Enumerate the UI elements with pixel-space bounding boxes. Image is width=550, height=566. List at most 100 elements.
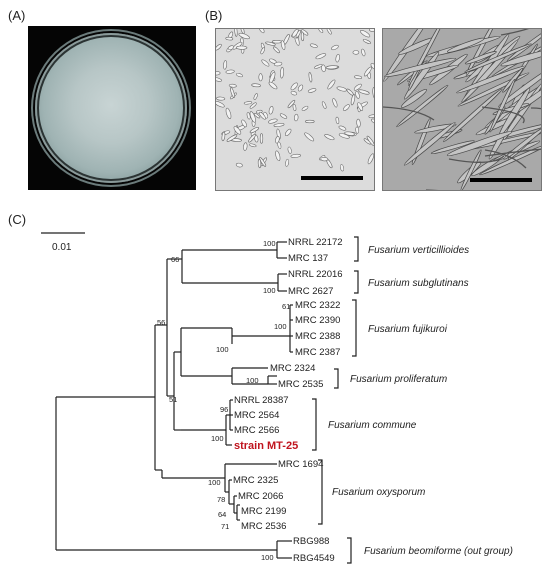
macroconidia-micrograph — [382, 28, 542, 191]
conidium-cell — [233, 126, 242, 135]
macroconidium-cell — [464, 43, 532, 73]
taxon-label: MRC 1694 — [278, 459, 323, 470]
macroconidium-cell — [396, 84, 449, 128]
conidium-cell — [343, 104, 350, 111]
conidium-cell — [371, 118, 374, 124]
conidium-cell — [275, 150, 281, 162]
conidium-cell — [275, 135, 280, 144]
macroconidium-cell — [414, 123, 457, 134]
conidium-cell — [366, 135, 374, 146]
conidium-cell — [372, 87, 374, 99]
conidium-cell — [297, 84, 304, 92]
hypha-strand — [500, 29, 530, 36]
taxa-labels: NRRL 22172 MRC 137 NRRL 22016 MRC 2627 M… — [233, 237, 343, 564]
conidium-cell — [257, 158, 262, 169]
conidium-cell — [249, 111, 256, 123]
tree-scale-label: 0.01 — [52, 242, 72, 253]
conidium-cell — [355, 91, 360, 99]
conidium-cell — [258, 73, 263, 82]
taxon-label: NRRL 22016 — [288, 269, 343, 280]
conidium-cell — [355, 126, 360, 134]
macroconidium-cell — [430, 140, 475, 154]
conidium-cell — [287, 99, 296, 109]
taxon-label: MRC 2564 — [234, 410, 279, 421]
conidium-cell — [324, 134, 335, 141]
hypha-strand — [383, 106, 435, 121]
bootstrap-value: 61 — [282, 302, 290, 311]
conidium-cell — [236, 73, 243, 78]
conidium-cell — [308, 72, 313, 83]
conidium-cell — [260, 47, 265, 55]
conidium-cell — [309, 43, 318, 48]
taxon-label: MRC 2199 — [241, 506, 286, 517]
conidium-cell — [338, 125, 347, 131]
bootstrap-value: 64 — [218, 510, 226, 519]
conidium-cell — [273, 61, 283, 67]
conidium-cell — [249, 127, 260, 134]
bootstrap-value: 100 — [263, 286, 276, 295]
conidium-cell — [287, 146, 292, 154]
conidium-cell — [285, 158, 289, 167]
conidium-cell — [363, 138, 372, 145]
hypha-strand — [481, 106, 525, 124]
conidium-cell — [216, 100, 225, 108]
conidium-cell — [305, 119, 315, 124]
conidium-cell — [259, 133, 264, 144]
bootstrap-value: 96 — [220, 405, 228, 414]
conidium-cell — [356, 118, 361, 128]
conidium-cell — [367, 153, 374, 165]
conidium-cell — [226, 134, 238, 142]
conidium-cell — [338, 133, 350, 139]
macroconidium-cell — [446, 37, 485, 53]
conidium-cell — [243, 142, 248, 151]
conidium-cell — [249, 143, 257, 148]
conidium-cell — [291, 29, 299, 38]
conidium-cell — [216, 43, 222, 51]
conidium-cell — [368, 114, 374, 118]
taxon-label: MRC 2536 — [241, 521, 286, 532]
petri-dish-rim — [31, 29, 191, 187]
conidium-cell — [325, 65, 339, 70]
conidium-cell — [320, 156, 329, 162]
taxon-label: RBG4549 — [293, 553, 335, 564]
conidium-cell — [261, 59, 270, 67]
conidium-cell — [235, 45, 248, 50]
conidium-cell — [230, 87, 235, 98]
conidium-cell — [235, 162, 243, 168]
macroconidia-drawing — [383, 29, 541, 190]
taxon-label: NRRL 22172 — [288, 237, 343, 248]
conidium-cell — [353, 83, 362, 91]
conidium-cell — [344, 131, 355, 136]
bootstrap-value: 100 — [216, 345, 229, 354]
conidium-cell — [267, 118, 278, 124]
conidium-cell — [352, 50, 360, 55]
conidium-cell — [238, 32, 250, 40]
taxon-label: MRC 2324 — [270, 363, 315, 374]
hypha-strand — [530, 107, 541, 110]
clade-name: Fusarium verticillioides — [368, 245, 469, 256]
conidium-cell — [326, 29, 332, 35]
taxon-label: MRC 2566 — [234, 425, 279, 436]
micrograph-scale-bar-2 — [470, 178, 532, 182]
panel-label-a: (A) — [8, 8, 26, 23]
conidium-cell — [332, 98, 338, 108]
conidium-cell — [234, 29, 238, 37]
conidium-cell — [307, 88, 317, 93]
micrograph-scale-bar-1 — [301, 176, 363, 180]
conidium-cell — [327, 79, 336, 90]
conidium-cell — [360, 30, 371, 38]
fungal-colony — [35, 33, 187, 183]
conidium-cell — [340, 164, 344, 172]
conidium-cell — [279, 113, 288, 119]
taxon-label: NRRL 28387 — [234, 395, 289, 406]
macroconidium-cell — [403, 122, 456, 166]
clade-names: Fusarium verticillioides Fusarium subglu… — [328, 245, 513, 557]
conidium-cell — [315, 53, 327, 60]
macroconidium-cell — [456, 65, 527, 94]
conidium-cell — [273, 123, 285, 127]
bootstrap-value: 100 — [261, 553, 274, 562]
conidium-cell — [216, 77, 223, 82]
macroconidium-cell — [464, 51, 497, 65]
conidium-cell — [301, 105, 309, 111]
conidium-cell — [304, 132, 315, 142]
